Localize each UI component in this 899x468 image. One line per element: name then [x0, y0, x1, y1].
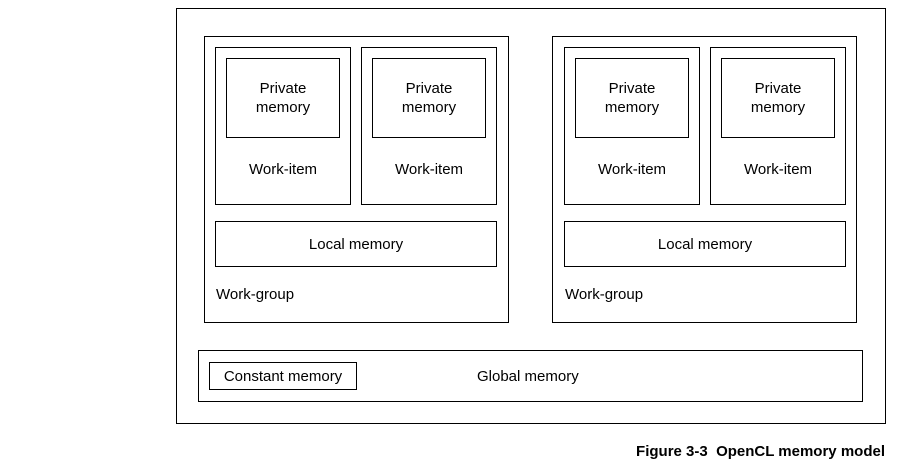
- constant-memory-box: Constant memory: [209, 362, 357, 390]
- figure-caption: Figure 3-3 OpenCL memory model: [636, 443, 885, 460]
- local-memory-2: Local memory: [564, 221, 846, 267]
- work-item-label-1-1: Work-item: [248, 161, 318, 178]
- work-item-label-2-2: Work-item: [743, 161, 813, 178]
- global-memory-label: Global memory: [477, 368, 579, 385]
- private-memory-1-2: Private memory: [372, 58, 486, 138]
- local-memory-1: Local memory: [215, 221, 497, 267]
- work-item-label-2-1: Work-item: [597, 161, 667, 178]
- work-item-label-1-2: Work-item: [394, 161, 464, 178]
- private-memory-2-1: Private memory: [575, 58, 689, 138]
- private-memory-1-1: Private memory: [226, 58, 340, 138]
- work-group-label-2: Work-group: [565, 286, 644, 303]
- work-group-label-1: Work-group: [216, 286, 295, 303]
- private-memory-2-2: Private memory: [721, 58, 835, 138]
